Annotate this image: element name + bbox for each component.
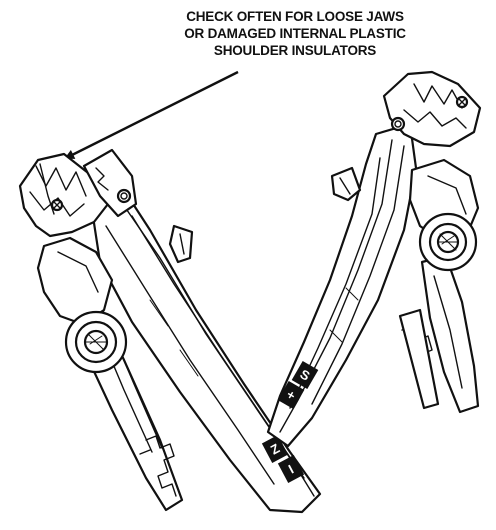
right-clamp: + S	[266, 70, 482, 448]
right-clamp-rear-handle	[420, 254, 480, 414]
callout-arrow	[64, 70, 239, 160]
callout-line-2: OR DAMAGED INTERNAL PLASTIC	[184, 26, 406, 41]
callout-line-3: SHOULDER INSULATORS	[213, 43, 377, 58]
left-clamp-label-plates: Z I	[261, 435, 305, 483]
left-clamp: Z I	[18, 148, 322, 514]
callout-line-1: CHECK OFTEN FOR LOOSE JAWS	[186, 9, 404, 24]
left-clamp-pivot-bolt	[64, 310, 128, 374]
right-clamp-pivot-bolt	[418, 212, 478, 272]
right-clamp-label-plates: + S	[277, 360, 319, 410]
callout-text: CHECK OFTEN FOR LOOSE JAWS OR DAMAGED IN…	[150, 8, 440, 59]
left-clamp-front-handle	[90, 188, 322, 514]
left-clamp-glyph-2: I	[286, 462, 296, 477]
